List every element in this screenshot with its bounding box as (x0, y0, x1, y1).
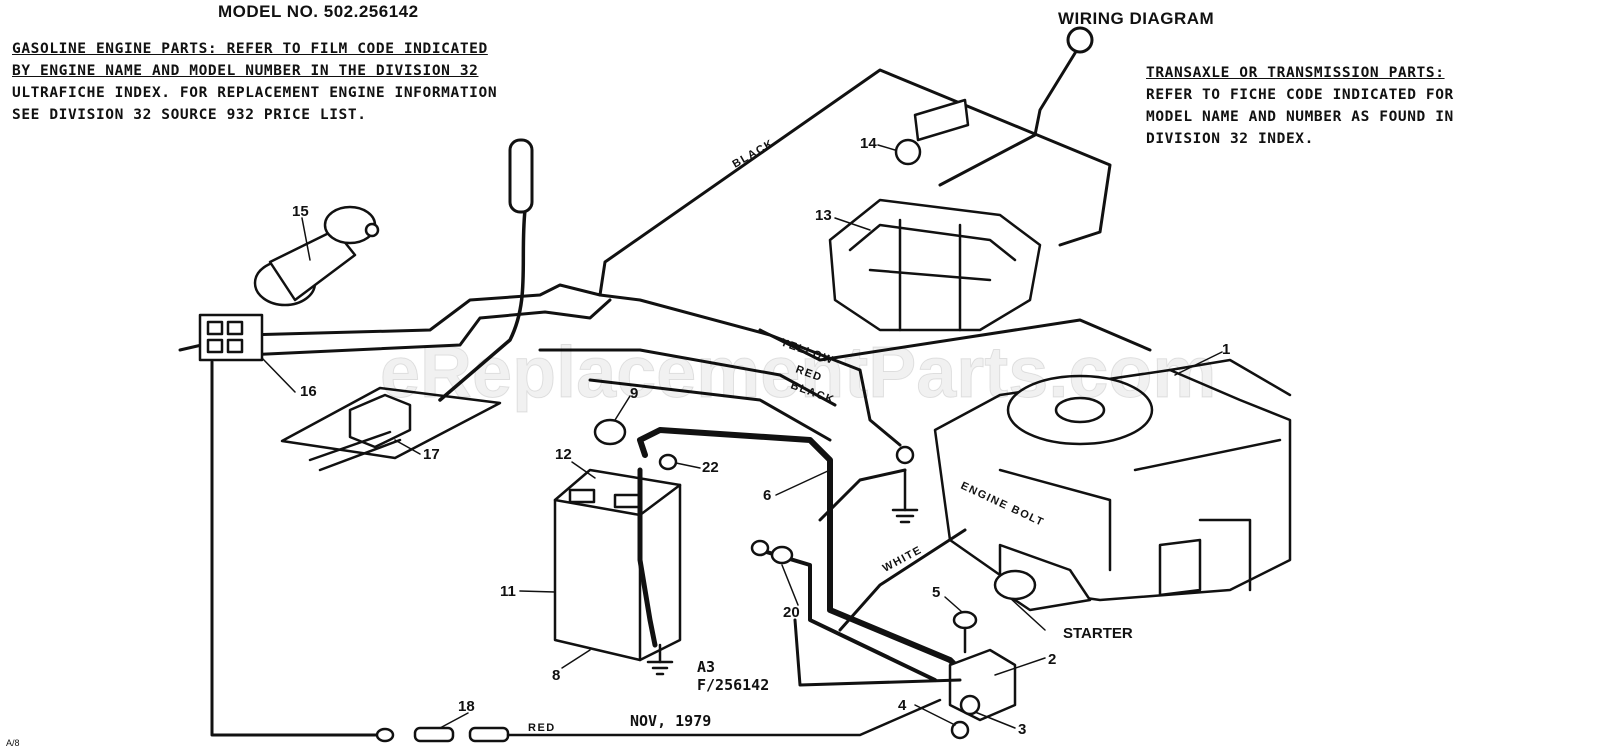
engine-note-line-3: ULTRAFICHE INDEX. FOR REPLACEMENT ENGINE… (12, 85, 498, 101)
choke-ball (1066, 26, 1094, 54)
engine-note-line-4: SEE DIVISION 32 SOURCE 932 PRICE LIST. (12, 107, 367, 123)
wire-label-black-top: BLACK (731, 137, 777, 170)
stamp-date: NOV, 1979 (630, 712, 712, 730)
wire-label-red-bottom: RED (528, 722, 556, 734)
wire-label-black-mid: BLACK (789, 380, 836, 407)
callout-17: 17 (423, 446, 440, 463)
starter-motor (993, 543, 1092, 612)
engine-note-line-2: BY ENGINE NAME AND MODEL NUMBER IN THE D… (12, 63, 479, 79)
callout-15: 15 (292, 203, 309, 220)
wiring-diagram-title: WIRING DIAGRAM (1058, 9, 1215, 28)
battery-cable-2 (637, 467, 658, 648)
callout-22: 22 (702, 459, 719, 476)
switch-lever (318, 438, 402, 472)
engine-block (933, 358, 1292, 602)
callout-11: 11 (500, 583, 516, 600)
callout-8: 8 (552, 667, 561, 684)
switch-platform (280, 386, 502, 460)
terminal-22 (658, 453, 678, 471)
control-rod (438, 208, 527, 402)
callout-14: 14 (860, 135, 877, 152)
callout-9: 9 (630, 385, 639, 402)
bolt-5 (952, 610, 978, 654)
black-wire-lower (588, 378, 832, 442)
solenoid (948, 648, 1017, 740)
battery (553, 468, 682, 662)
red-wire-main (210, 360, 392, 737)
callout-6: 6 (763, 487, 772, 504)
connector-block (198, 313, 264, 362)
harness-strand (243, 298, 612, 357)
yellow-wire (598, 293, 902, 447)
ignition-switch (253, 205, 380, 307)
engine-parts-note: GASOLINE ENGINE PARTS: REFER TO FILM COD… (12, 38, 497, 126)
choke-rod (938, 43, 1082, 187)
battery-cable (637, 427, 978, 688)
ground-symbol (646, 643, 674, 676)
engine-ground-symbol (891, 445, 919, 524)
red-wire (538, 348, 837, 407)
callout-4: 4 (898, 697, 907, 714)
figure-code: A3 F/256142 (697, 658, 769, 694)
lower-loop (793, 618, 962, 687)
transaxle-note-line-2: MODEL NAME AND NUMBER AS FOUND IN (1146, 109, 1454, 125)
callout-12: 12 (555, 446, 572, 463)
callout-1: 1 (1222, 341, 1231, 358)
transaxle-note: TRANSAXLE OR TRANSMISSION PARTS: REFER T… (1146, 62, 1454, 150)
callout-20: 20 (783, 604, 800, 621)
fuse-holder (375, 698, 942, 743)
engine-note-line-1: GASOLINE ENGINE PARTS: REFER TO FILM COD… (12, 41, 488, 57)
callout-5: 5 (932, 584, 941, 601)
carburetor-assembly (828, 98, 1042, 332)
bundle-to-engine (758, 318, 1152, 362)
transaxle-note-line-3: DIVISION 32 INDEX. (1146, 131, 1314, 147)
leader-lines (261, 144, 1223, 729)
transaxle-note-line-1: REFER TO FICHE CODE INDICATED FOR (1146, 87, 1454, 103)
wire-label-yellow: YELLOW (779, 337, 836, 367)
transaxle-note-title: TRANSAXLE OR TRANSMISSION PARTS: (1146, 65, 1445, 81)
switch-lever-b (308, 430, 392, 462)
terminal-20 (750, 539, 794, 565)
label-starter: STARTER (1063, 625, 1133, 642)
corner-mark: A/8 (6, 738, 20, 748)
callout-2: 2 (1048, 651, 1057, 668)
battery-cap (593, 418, 627, 446)
switch-body (348, 393, 412, 449)
callout-16: 16 (300, 383, 317, 400)
stamp-code: A3 (697, 658, 716, 676)
model-number-title: MODEL NO. 502.256142 (218, 2, 419, 21)
black-wire-harness (178, 68, 1112, 352)
white-wire (838, 528, 967, 632)
ground-lead (818, 468, 907, 522)
stamp-figure: F/256142 (697, 676, 770, 694)
control-knob (508, 138, 534, 214)
callout-13: 13 (815, 207, 832, 224)
callout-18: 18 (458, 698, 475, 715)
callout-3: 3 (1018, 721, 1027, 738)
